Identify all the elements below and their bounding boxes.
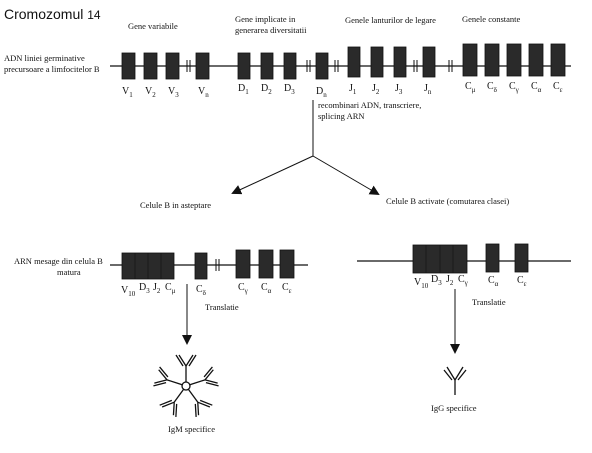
gene-c-alpha-segment <box>528 43 544 77</box>
header-constant-genes: Genele constante <box>462 14 521 24</box>
gene-c-mu-segment <box>462 43 478 77</box>
gene-label-v2: V2 <box>145 86 156 99</box>
gene-label-c-epsilon: Cε <box>553 81 563 94</box>
gene-j2-segment <box>370 46 384 78</box>
branch-arrow-resting <box>231 155 314 195</box>
header-variable-genes: Gene variabile <box>128 21 178 31</box>
germline-dna <box>110 43 571 80</box>
product-label-igm: IgM specifice <box>168 424 215 434</box>
gene-label-c-alpha: Cα <box>531 81 542 94</box>
mrna-right-c-alpha-segment <box>485 243 500 273</box>
gene-label-j1: J1 <box>349 83 357 96</box>
gene-j3-segment <box>393 46 407 78</box>
igm-pentamer-icon <box>153 354 219 417</box>
gene-dn-segment <box>315 52 329 80</box>
mrna-right-label-j: J2 <box>446 274 454 287</box>
mrna-right-label-d: D3 <box>431 274 442 287</box>
process-label-line2: splicing ARN <box>318 111 365 121</box>
mrna-right-label-c-alpha: Cα <box>488 275 499 288</box>
mrna-left-labels: V10 D3 J2 Cμ Cδ Cγ Cα Cε <box>121 282 292 298</box>
gene-label-v3: V3 <box>168 86 179 99</box>
mrna-left-c-alpha-segment <box>258 249 274 279</box>
gene-label-jn: Jn <box>424 83 432 96</box>
germline-breaks <box>186 60 453 72</box>
gene-v3-segment <box>165 52 180 80</box>
header-joining-genes: Genele lanturilor de legare <box>345 15 436 25</box>
gene-label-d1: D1 <box>238 83 249 96</box>
header-diversity-genes-line1: Gene implicate in <box>235 14 296 24</box>
gene-label-c-mu: Cμ <box>465 81 476 94</box>
gene-label-c-delta: Cδ <box>487 81 498 94</box>
product-label-igg: IgG specifice <box>431 403 477 413</box>
mrna-left-label-d: D3 <box>139 282 150 295</box>
mrna-left-label-c-gamma: Cγ <box>238 282 248 295</box>
gene-c-epsilon-segment <box>550 43 566 77</box>
translation-label-right: Translatie <box>472 297 506 307</box>
gene-label-d2: D2 <box>261 83 272 96</box>
mrna-right-label-c-epsilon: Cε <box>517 275 527 288</box>
gene-d1-segment <box>237 52 251 80</box>
mrna-right-labels: V10 D3 J2 Cγ Cα Cε <box>414 274 527 290</box>
gene-label-c-gamma: Cγ <box>509 81 519 94</box>
gene-vn-segment <box>195 52 210 80</box>
branch-label-resting: Celule B in asteptare <box>140 200 211 210</box>
branch-label-activated: Celule B activate (comutarea clasei) <box>386 196 509 206</box>
gene-c-gamma-segment <box>506 43 522 77</box>
mrna-left-c-gamma-segment <box>235 249 251 279</box>
gene-v1-segment <box>121 52 136 80</box>
gene-label-j3: J3 <box>395 83 403 96</box>
mrna-label-line2: matura <box>57 267 81 277</box>
branch-arrow-activated <box>312 155 380 196</box>
gene-label-j2: J2 <box>372 83 380 96</box>
gene-v2-segment <box>143 52 158 80</box>
mrna-left-label-c-alpha: Cα <box>261 282 272 295</box>
germline-gene-labels: V1 V2 V3 Vn D1 D2 D3 Dn J1 J2 J3 Jn Cμ C… <box>122 81 563 99</box>
gene-label-dn: Dn <box>316 86 327 99</box>
mrna-left-label-c-delta: Cδ <box>196 284 207 297</box>
germline-label-line1: ADN liniei germinative <box>4 53 85 63</box>
mrna-left-label-c: Cμ <box>165 282 176 295</box>
mrna-left-label-c-epsilon: Cε <box>282 282 292 295</box>
mrna-left-label-j: J2 <box>153 282 161 295</box>
gene-d3-segment <box>283 52 297 80</box>
mrna-right-label-c: Cγ <box>458 274 468 287</box>
mature-mrna-left <box>110 249 308 280</box>
gene-j1-segment <box>347 46 361 78</box>
igg-antibody-icon <box>443 366 467 395</box>
gene-label-d3: D3 <box>284 83 295 96</box>
mrna-right-c-epsilon-segment <box>514 243 529 273</box>
gene-c-delta-segment <box>484 43 500 77</box>
mrna-left-c-delta-segment <box>194 252 208 280</box>
mrna-left-label-v: V10 <box>121 285 136 298</box>
header-diversity-genes-line2: generarea diversitatii <box>235 25 307 35</box>
diagram-title: Cromozomul 14 <box>4 6 101 22</box>
gene-label-v1: V1 <box>122 86 133 99</box>
germline-label-line2: precursoare a limfocitelor B <box>4 64 100 74</box>
translation-label-left: Translatie <box>205 302 239 312</box>
mrna-right-label-v: V10 <box>414 277 429 290</box>
process-label-line1: recombinari ADN, transcriere, <box>318 100 421 110</box>
mrna-left-c-epsilon-segment <box>279 249 295 279</box>
mature-mrna-right <box>357 243 571 274</box>
gene-label-vn: Vn <box>198 86 209 99</box>
gene-d2-segment <box>260 52 274 80</box>
gene-jn-segment <box>422 46 436 78</box>
mrna-label-line1: ARN mesage din celula B <box>14 256 103 266</box>
